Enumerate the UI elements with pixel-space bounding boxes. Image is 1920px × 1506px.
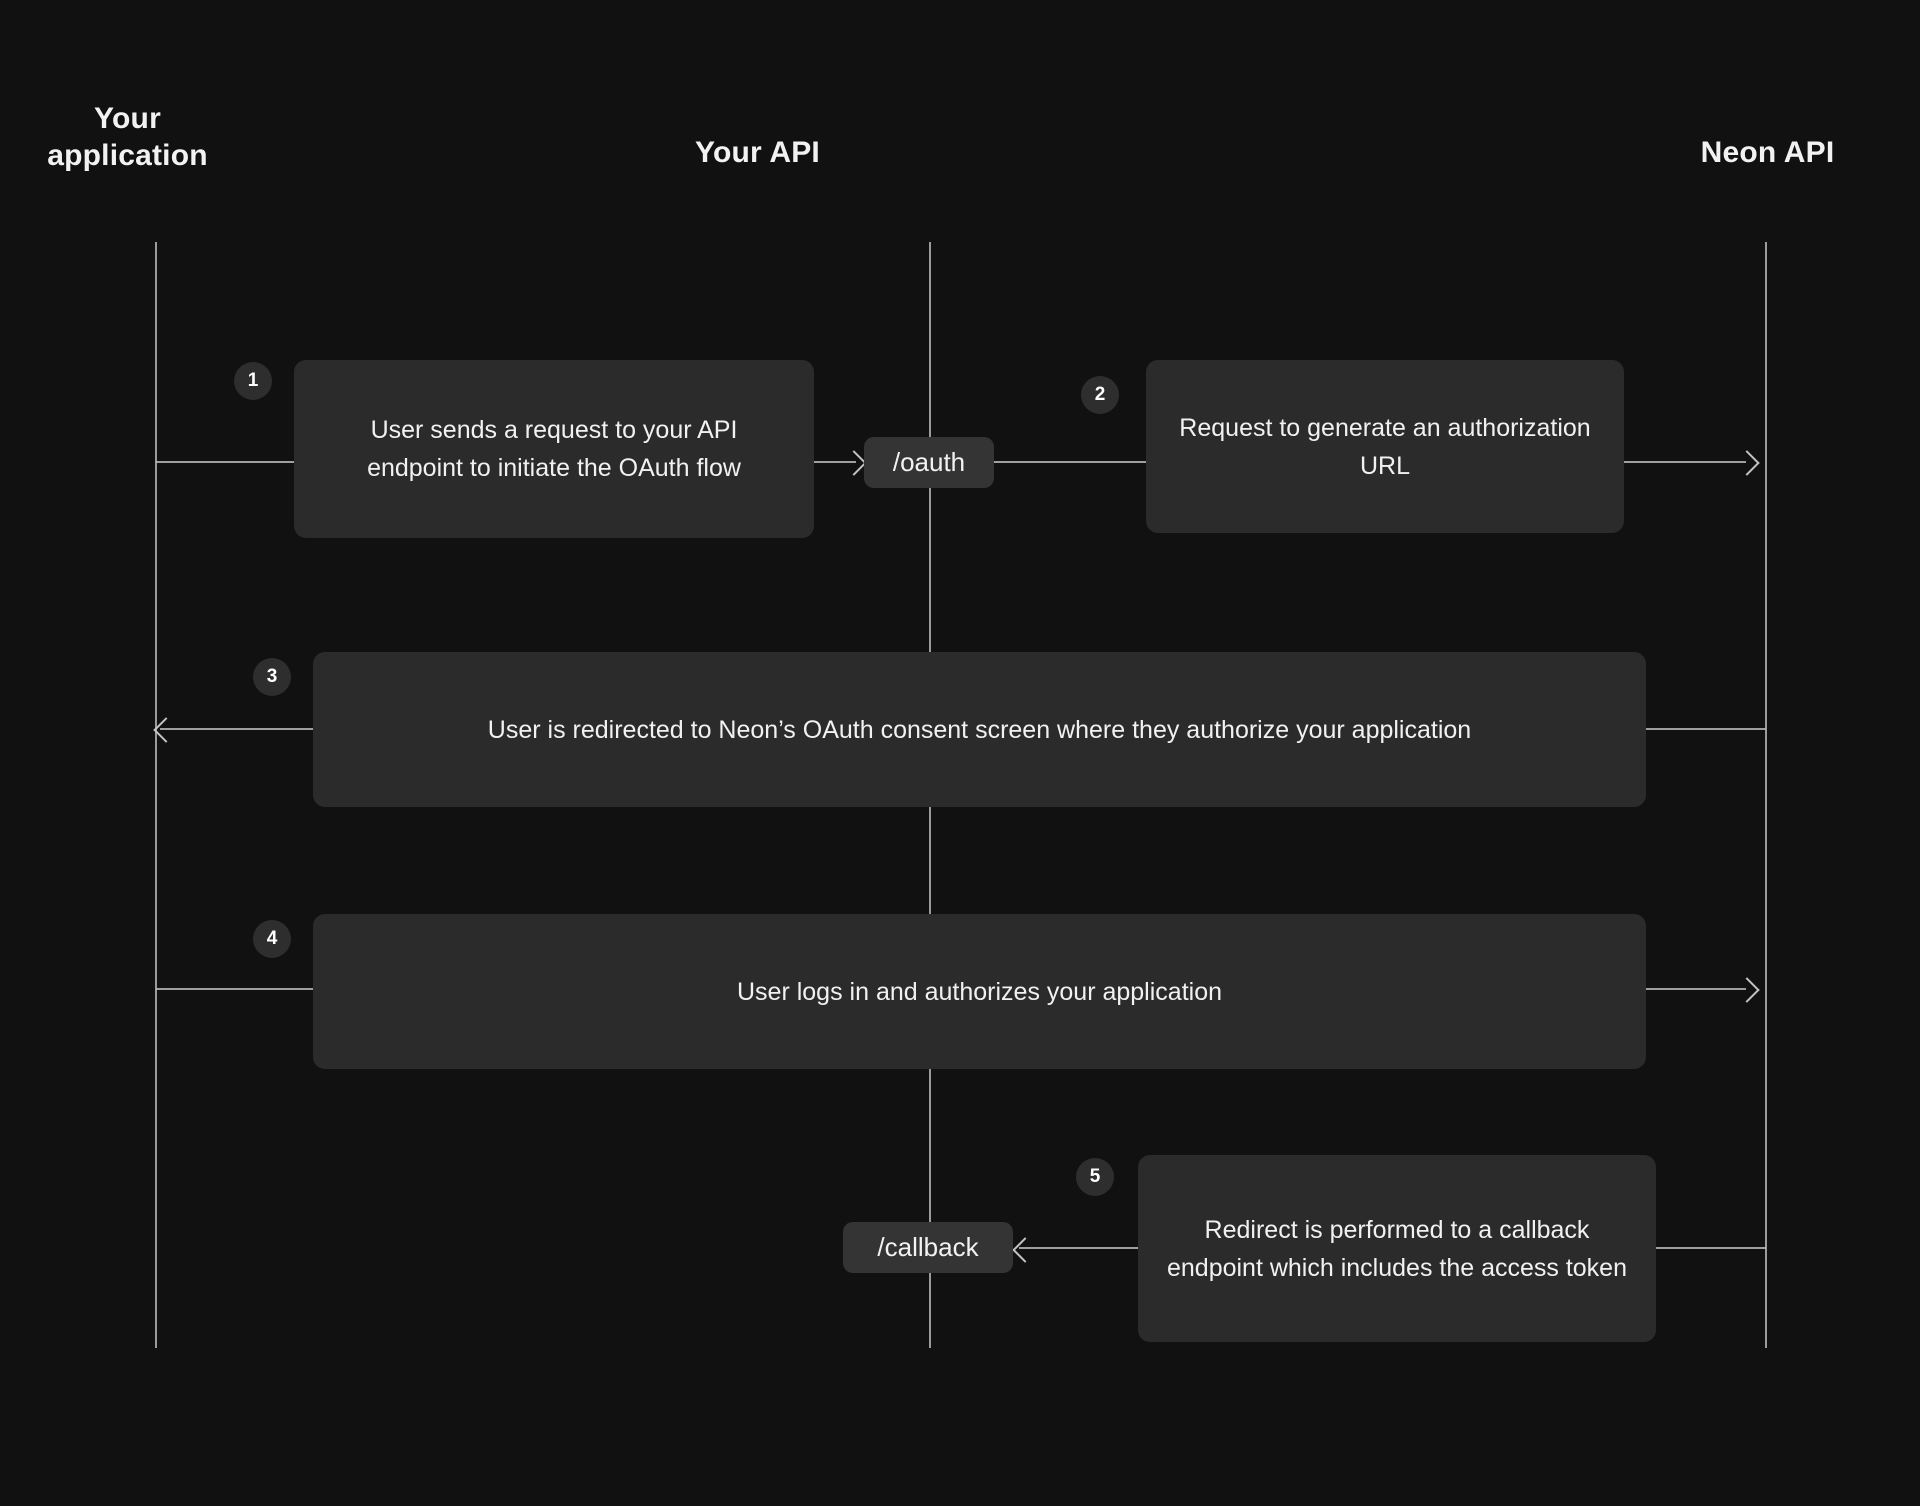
step-box-5: Redirect is performed to a callback endp… [1138,1155,1656,1342]
endpoint-pill-callback[interactable]: /callback [843,1222,1013,1273]
arrowhead-step-4-right [1734,977,1760,1003]
lane-label-neon-api: Neon API [1700,136,1835,169]
connector-step-3-left [160,728,313,730]
step-text-4: User logs in and authorizes your applica… [737,977,1222,1006]
lane-label-your-api: Your API [695,136,820,169]
step-text-2: Request to generate an authorization URL [1179,413,1591,480]
endpoint-pill-oauth[interactable]: /oauth [864,437,994,488]
step-badge-2: 2 [1081,376,1119,414]
connector-step-4-right [1646,988,1746,990]
step-badge-4: 4 [253,920,291,958]
connector-step-5-right [1656,1247,1766,1249]
lifeline-neon-api [1765,242,1767,1348]
connector-step-1-right [814,461,856,463]
step-text-1: User sends a request to your API endpoin… [367,416,741,482]
step-box-1: User sends a request to your API endpoin… [294,360,814,538]
step-badge-5: 5 [1076,1158,1114,1196]
lane-label-your-application: Your application [47,102,208,173]
connector-step-3-right [1646,728,1766,730]
arrowhead-step-2-right [1734,450,1760,476]
lifeline-your-application [155,242,157,1348]
step-box-3: User is redirected to Neon’s OAuth conse… [313,652,1646,807]
arrowhead-step-3-left [153,717,179,743]
connector-step-4-left [156,988,313,990]
connector-step-1-left [156,461,294,463]
arrowhead-step-5-left [1012,1237,1038,1263]
step-box-2: Request to generate an authorization URL [1146,360,1624,533]
connector-step-2-left [994,461,1146,463]
step-badge-3: 3 [253,658,291,696]
step-box-4: User logs in and authorizes your applica… [313,914,1646,1069]
connector-step-5-left [1019,1247,1138,1249]
step-text-3: User is redirected to Neon’s OAuth conse… [487,715,1472,744]
step-text-5: Redirect is performed to a callback endp… [1166,1215,1627,1282]
arrowhead-step-1-right [841,450,867,476]
step-badge-1: 1 [234,362,272,400]
connector-step-2-right [1624,461,1746,463]
